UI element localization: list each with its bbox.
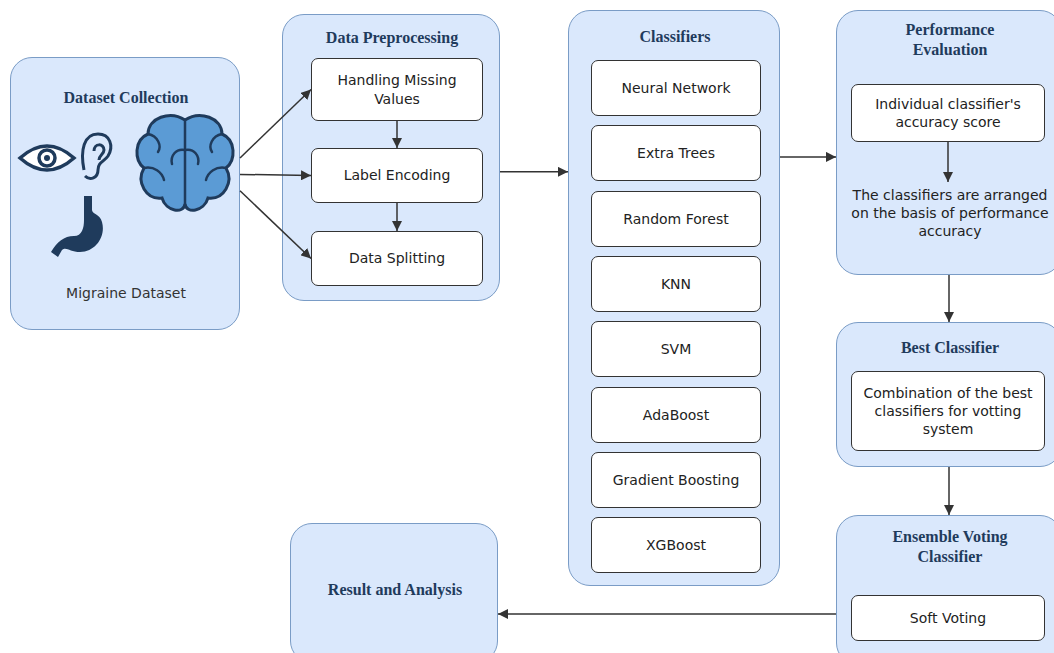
stage-panel: ClassifiersNeural NetworkExtra TreesRand…	[568, 10, 780, 586]
eye-icon	[20, 146, 74, 170]
box-label: Individual classifier's accuracy score	[860, 95, 1036, 131]
panel-heading: Classifiers	[580, 27, 770, 47]
box-label: Neural Network	[621, 79, 730, 97]
panel-heading: Ensemble Voting Classifier	[875, 527, 1025, 567]
process-box: Random Forest	[591, 191, 761, 247]
box-label: XGBoost	[646, 536, 706, 554]
stage-panel: Result and Analysis	[290, 523, 498, 653]
stage-panel: Best ClassifierCombination of the best c…	[836, 322, 1054, 467]
stage-panel: Data PreprocessingHandling Missing Value…	[282, 14, 500, 301]
box-label: KNN	[661, 275, 691, 293]
box-label: AdaBoost	[643, 406, 709, 424]
flow-arrow	[498, 613, 836, 615]
process-box: AdaBoost	[591, 387, 761, 443]
process-box: XGBoost	[591, 517, 761, 573]
flow-arrow	[947, 142, 949, 182]
process-box: Data Splitting	[311, 231, 483, 286]
process-box: Soft Voting	[851, 595, 1045, 641]
panel-heading: Dataset Collection	[21, 88, 231, 108]
box-label: SVM	[661, 340, 692, 358]
process-box: Individual classifier's accuracy score	[851, 84, 1045, 142]
flow-arrow	[396, 121, 398, 148]
panel-note: The classifiers are arranged on the basi…	[850, 186, 1050, 241]
stomach-icon	[51, 196, 103, 257]
process-box: Handling Missing Values	[311, 58, 483, 121]
box-label: Gradient Boosting	[613, 471, 740, 489]
panel-heading: Data Preprocessing	[292, 28, 492, 48]
box-label: Extra Trees	[637, 144, 715, 162]
ear-icon	[83, 134, 111, 178]
box-label: Label Encoding	[344, 166, 451, 184]
stage-panel: Performance EvaluationThe classifiers ar…	[836, 10, 1054, 275]
process-box: Extra Trees	[591, 125, 761, 181]
process-box: Neural Network	[591, 60, 761, 116]
flow-arrow	[780, 156, 836, 158]
process-box: Label Encoding	[311, 148, 483, 203]
process-box: Gradient Boosting	[591, 452, 761, 508]
panel-heading: Result and Analysis	[300, 580, 490, 600]
flow-arrow	[948, 275, 950, 322]
panel-heading: Best Classifier	[850, 338, 1050, 358]
panel-note: Migraine Dataset	[21, 284, 231, 302]
box-label: Handling Missing Values	[320, 71, 474, 107]
stage-panel: Dataset CollectionMigraine Dataset	[10, 57, 240, 330]
box-label: Random Forest	[623, 210, 728, 228]
brain-icon	[137, 116, 233, 211]
flow-arrow	[500, 171, 568, 173]
flow-arrow	[948, 467, 950, 515]
process-box: Combination of the best classifiers for …	[851, 371, 1045, 451]
flow-arrow	[396, 203, 398, 231]
process-box: SVM	[591, 321, 761, 377]
panel-heading: Performance Evaluation	[880, 20, 1020, 60]
box-label: Combination of the best classifiers for …	[860, 384, 1036, 439]
process-box: KNN	[591, 256, 761, 312]
box-label: Data Splitting	[349, 249, 445, 267]
box-label: Soft Voting	[910, 609, 986, 627]
stage-panel: Ensemble Voting ClassifierSoft Voting	[836, 515, 1054, 653]
